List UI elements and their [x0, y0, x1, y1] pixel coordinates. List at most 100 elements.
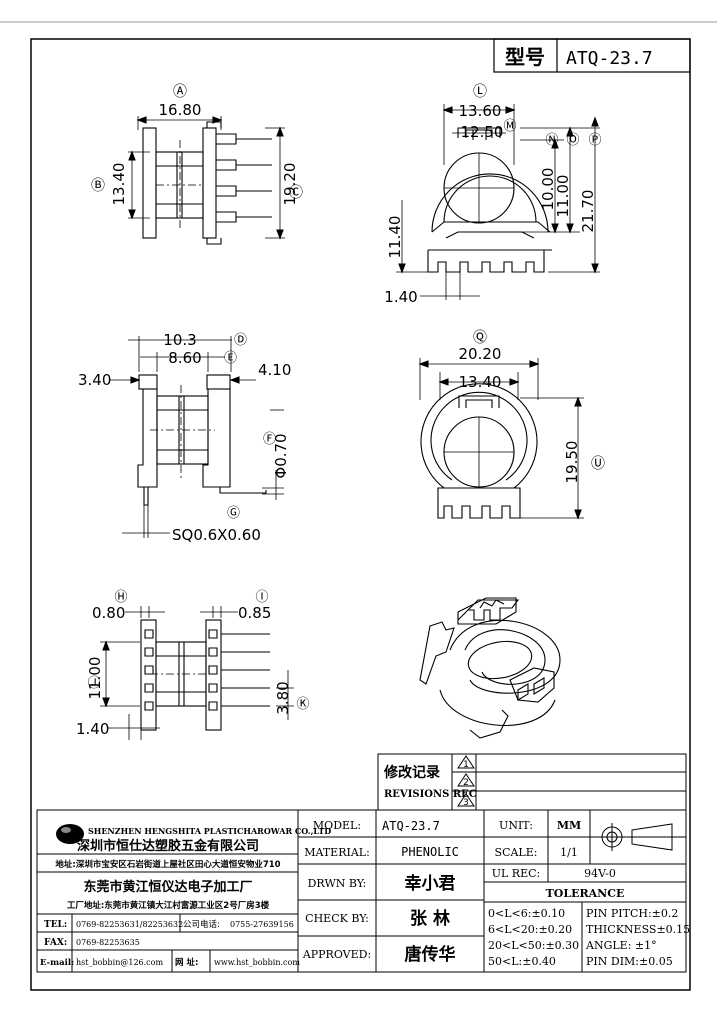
model-field-label: MODEL:: [313, 819, 361, 832]
tag-d: Ⓓ: [234, 333, 247, 348]
dim-pitch-3-80: 3.80: [274, 681, 292, 714]
tolerance-5: PIN PITCH:±0.2: [586, 907, 678, 920]
dim-3-40: 3.40: [78, 371, 111, 389]
tag-c: Ⓒ: [289, 185, 303, 201]
tag-l: Ⓛ: [473, 84, 487, 100]
dim-pin-1-40: 1.40: [76, 720, 109, 738]
top-left-view: [128, 116, 285, 245]
web-value: www.hst_bobbin.com: [214, 958, 300, 967]
dim-21-70: 21.70: [579, 190, 597, 233]
tag-k: Ⓚ: [296, 697, 309, 712]
model-value: ATQ-23.7: [566, 48, 653, 69]
dim-0-80: 0.80: [92, 604, 125, 622]
company-tel-label: 公司电话:: [183, 919, 220, 930]
revisions-block: [377, 753, 687, 811]
unit-label: UNIT:: [499, 819, 533, 832]
revision-mark-1: 1: [463, 760, 469, 770]
unit-value: MM: [557, 819, 581, 832]
check-by-value: 张 林: [410, 908, 450, 929]
tolerance-1: 0<L<6:±0.10: [488, 907, 565, 920]
sheet-border: [30, 38, 691, 991]
company-name-en: SHENZHEN HENGSHITA PLASTICHAROWAR CO.,LT…: [88, 826, 331, 836]
approved-value: 唐传华: [405, 944, 456, 965]
company-address: 地址:深圳市宝安区石岩街道上屋社区田心大道恒安物业710: [55, 859, 280, 870]
approved-label: APPROVED:: [302, 948, 371, 961]
bottom-left-view: [100, 606, 294, 740]
mid-left-view: [110, 336, 284, 538]
dim-0-85: 0.85: [238, 604, 271, 622]
dim-pin-square: SQ0.6X0.60: [172, 526, 261, 544]
tolerance-label: TOLERANCE: [546, 887, 625, 900]
scale-label: SCALE:: [495, 846, 538, 859]
mid-right-view: [418, 358, 584, 520]
dim-12-50: 12.50: [461, 123, 504, 141]
dim-13-60: 13.60: [459, 102, 502, 120]
tag-i: Ⓘ: [255, 590, 268, 605]
revisions-title-en: REVISIONS REC: [384, 789, 477, 800]
factory-name: 东莞市黄江恒仪达电子加工厂: [83, 879, 252, 895]
scale-value: 1/1: [560, 846, 578, 859]
web-label: 网 址:: [175, 957, 198, 968]
tag-q: Ⓠ: [473, 330, 487, 346]
email-value: hst_bobbin@126.com: [76, 958, 163, 967]
drawn-by-value: 幸小君: [405, 873, 456, 894]
dim-11-00: 11.00: [554, 175, 572, 218]
tolerance-2: 6<L<20:±0.20: [488, 923, 572, 936]
isometric-view: [419, 597, 561, 739]
tag-e: Ⓔ: [224, 351, 237, 366]
company-logo-highlight: [61, 827, 71, 833]
dim-8-60: 8.60: [168, 349, 201, 367]
dim-width-16-80: 16.80: [159, 101, 202, 119]
factory-address: 工厂地址:东莞市黄江镇大江村富源工业区2号厂房3楼: [67, 900, 270, 911]
tag-j: Ⓙ: [87, 676, 100, 691]
tolerance-6: THICKNESS±0.15: [586, 923, 690, 936]
revisions-title-cn: 修改记录: [383, 764, 440, 781]
tolerance-3: 20<L<50:±0.30: [488, 939, 579, 952]
fax-value: 0769-82253635: [76, 938, 140, 947]
company-tel-value: 0755-27639156: [230, 920, 294, 929]
check-by-label: CHECK BY:: [305, 912, 369, 925]
dim-height-19-20: 19.20: [281, 163, 299, 206]
title-block-grid: [36, 809, 687, 973]
dim-13-40: 13.40: [459, 373, 502, 391]
ul-value: 94V-0: [584, 867, 616, 880]
tag-g: Ⓖ: [227, 506, 240, 521]
tolerance-7: ANGLE: ±1°: [585, 939, 657, 952]
tag-p: Ⓟ: [588, 133, 601, 148]
dim-1-40: 1.40: [384, 288, 417, 306]
model-header: 型号 ATQ-23.7: [493, 38, 691, 73]
material-label: MATERIAL:: [304, 846, 370, 859]
tag-m: Ⓜ: [503, 119, 516, 134]
top-right-view: [396, 104, 600, 300]
tag-o: Ⓞ: [566, 133, 579, 148]
tag-n: Ⓝ: [545, 133, 558, 148]
tolerance-8: PIN DIM:±0.05: [586, 955, 673, 968]
dim-11-00: 11.00: [86, 657, 104, 700]
tel-value: 0769-82253631/82253632: [76, 920, 183, 929]
tolerance-4: 50<L:±0.40: [488, 955, 556, 968]
tel-label: TEL:: [44, 920, 67, 930]
tag-b: Ⓑ: [91, 178, 105, 194]
dim-height-13-40: 13.40: [110, 163, 128, 206]
dim-10-3: 10.3: [163, 331, 196, 349]
model-label: 型号: [505, 45, 545, 69]
dim-pin-diameter: Φ0.70: [272, 433, 290, 478]
model-field-value: ATQ-23.7: [382, 819, 440, 833]
dim-4-10: 4.10: [258, 361, 291, 379]
tag-f: Ⓕ: [263, 432, 276, 447]
revision-mark-3: 3: [463, 798, 469, 808]
email-label: E-mail:: [40, 958, 74, 968]
dim-11-40: 11.40: [386, 216, 404, 259]
dim-19-50: 19.50: [563, 441, 581, 484]
dim-20-20: 20.20: [459, 345, 502, 363]
company-name-cn: 深圳市恒仕达塑胶五金有限公司: [77, 838, 259, 854]
ul-label: UL REC:: [492, 867, 541, 880]
tag-u: Ⓤ: [591, 456, 605, 472]
revision-mark-2: 2: [463, 778, 469, 788]
tag-a: Ⓐ: [173, 84, 187, 100]
drawn-by-label: DRWN BY:: [308, 877, 367, 890]
material-value: PHENOLIC: [401, 845, 459, 859]
dim-10-00: 10.00: [539, 168, 557, 211]
fax-label: FAX:: [44, 938, 67, 948]
